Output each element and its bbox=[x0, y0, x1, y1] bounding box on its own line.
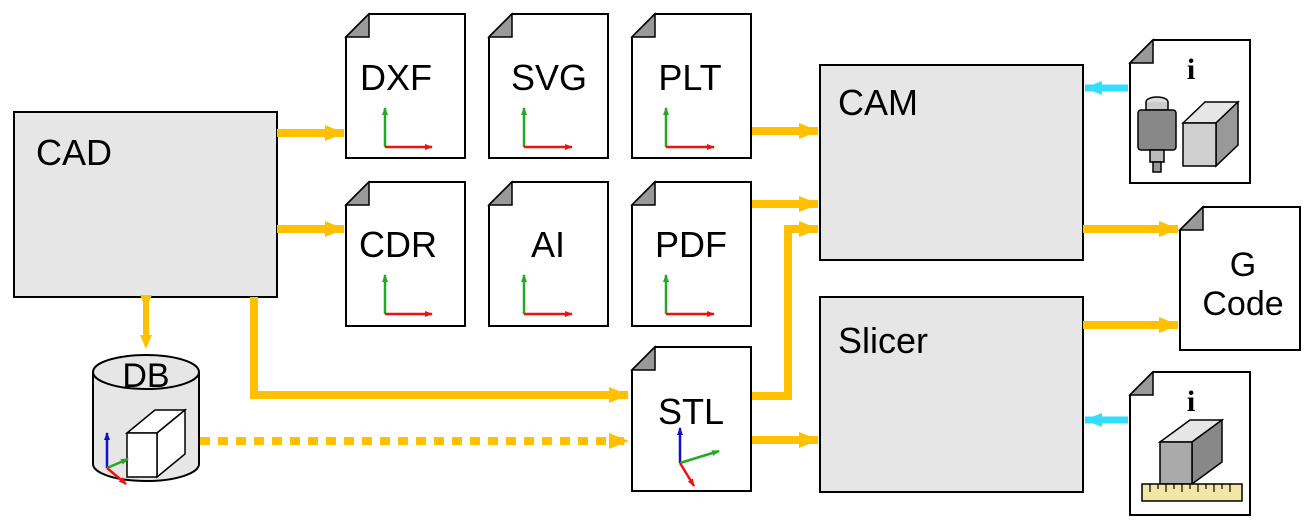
axes-3d-icon bbox=[677, 427, 720, 487]
slicer-info-document: i bbox=[1128, 370, 1251, 516]
gcode-line2: Code bbox=[1202, 285, 1283, 323]
file-pdf: PDF bbox=[630, 180, 752, 327]
cam-info-label: i bbox=[1187, 53, 1195, 86]
cam-label: CAM bbox=[838, 82, 918, 123]
cam-info-document: i bbox=[1128, 38, 1251, 184]
file-plt-label: PLT bbox=[658, 57, 721, 98]
database-cylinder: DB bbox=[92, 354, 200, 485]
file-ai-label: AI bbox=[531, 224, 565, 265]
axes-2d-icon bbox=[521, 274, 573, 317]
slicer-box: Slicer bbox=[819, 296, 1084, 493]
flow-arrows bbox=[140, 123, 1179, 449]
file-pdf-label: PDF bbox=[655, 224, 727, 265]
file-svg-label: SVG bbox=[511, 57, 587, 98]
axes-3d-icon bbox=[104, 432, 129, 485]
cube-icon bbox=[1181, 100, 1240, 168]
file-ai: AI bbox=[487, 180, 609, 327]
file-cdr: CDR bbox=[344, 180, 466, 327]
cad-box: CAD bbox=[13, 111, 278, 298]
file-dxf: DXF bbox=[344, 12, 466, 159]
file-dxf-label: DXF bbox=[360, 57, 432, 98]
axes-2d-icon bbox=[382, 107, 433, 150]
database-label: DB bbox=[122, 357, 169, 395]
arrow-cad-to-stl bbox=[250, 297, 629, 403]
milling-tool-icon bbox=[1137, 96, 1177, 173]
gcode-document: G Code bbox=[1178, 205, 1301, 351]
cube-icon bbox=[124, 408, 188, 479]
arrow-stl-to-cam bbox=[752, 221, 819, 400]
info-arrows bbox=[1084, 81, 1128, 427]
axes-2d-icon bbox=[663, 274, 715, 317]
gcode-line1: G bbox=[1230, 246, 1256, 284]
axes-2d-icon bbox=[521, 107, 573, 150]
cube-icon bbox=[1157, 418, 1225, 486]
file-plt: PLT bbox=[630, 12, 752, 159]
cad-label: CAD bbox=[36, 132, 112, 173]
axes-2d-icon bbox=[382, 274, 433, 317]
slicer-label: Slicer bbox=[838, 320, 928, 361]
file-cdr-label: CDR bbox=[359, 224, 437, 265]
slicer-info-label: i bbox=[1187, 385, 1195, 418]
file-stl: STL bbox=[630, 345, 752, 492]
axes-2d-icon bbox=[663, 107, 715, 150]
cam-box: CAM bbox=[819, 64, 1084, 261]
file-svg: SVG bbox=[487, 12, 609, 159]
file-stl-label: STL bbox=[658, 391, 724, 432]
ruler-icon bbox=[1141, 483, 1243, 502]
